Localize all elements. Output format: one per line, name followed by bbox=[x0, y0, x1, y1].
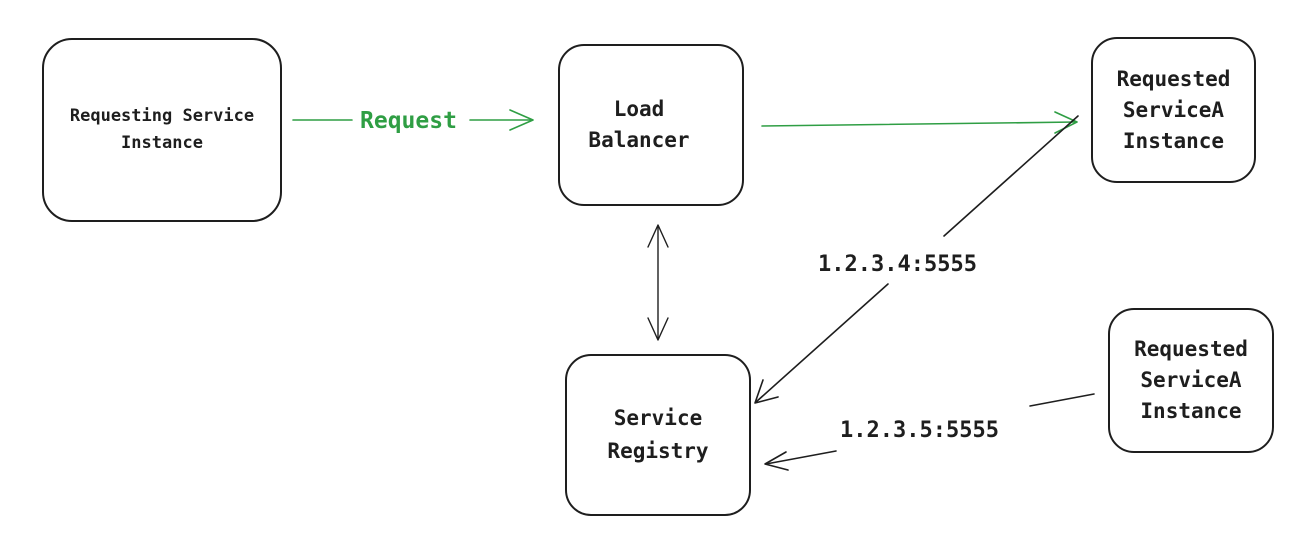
requesting-service-label: Requesting Service Instance bbox=[69, 106, 255, 153]
edge-lookup bbox=[647, 224, 669, 341]
requested-instance-2-label: Requested ServiceA Instance bbox=[1134, 337, 1248, 423]
service-registry-node: Service Registry bbox=[565, 354, 751, 516]
service-registry-label: Service Registry bbox=[607, 406, 709, 463]
arrowhead-lookup-top bbox=[647, 224, 669, 248]
requested-instance-2-node: Requested ServiceA Instance bbox=[1108, 308, 1274, 453]
edge-request bbox=[292, 109, 534, 131]
arrowhead-register-2 bbox=[764, 451, 789, 471]
requesting-service-node: Requesting Service Instance bbox=[42, 38, 282, 222]
edge-register-2 bbox=[764, 393, 1095, 471]
edge-register-1 bbox=[754, 115, 1079, 404]
register-2-edge-label: 1.2.3.5:5555 bbox=[836, 416, 1003, 446]
arrowhead-lookup-bottom bbox=[647, 317, 669, 341]
register-1-edge-label: 1.2.3.4:5555 bbox=[814, 250, 981, 280]
arrowhead-request bbox=[509, 109, 534, 131]
requested-instance-1-label: Requested ServiceA Instance bbox=[1116, 66, 1231, 153]
load-balancer-label: Load Balancer bbox=[588, 97, 690, 152]
arrowhead-register-1 bbox=[754, 379, 779, 404]
requested-instance-1-node: Requested ServiceA Instance bbox=[1091, 37, 1256, 183]
request-edge-label: Request bbox=[356, 106, 461, 136]
edge-forward bbox=[761, 111, 1078, 134]
load-balancer-node: Load Balancer bbox=[558, 44, 744, 206]
